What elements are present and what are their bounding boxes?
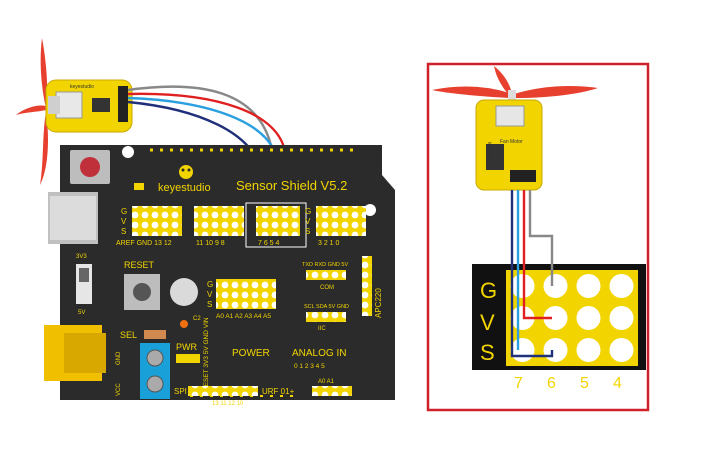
com-label: COM: [320, 285, 334, 291]
urf-header: [312, 386, 352, 396]
reset-label: RESET: [124, 260, 155, 270]
digital-header-left: [132, 206, 182, 236]
board-title: Sensor Shield V5.2: [236, 178, 347, 193]
propeller-right: [432, 66, 598, 104]
analog-nums-label: 0 1 2 3 4 5: [294, 363, 325, 370]
digital-header-right: [256, 206, 300, 236]
zoom-label-g: G: [480, 278, 497, 303]
fan-module-label: Fan Motor: [500, 139, 523, 145]
iic-header: [306, 312, 346, 322]
svg-text:keyestudio: keyestudio: [70, 84, 94, 90]
digital-right-label: 7 6 5 4: [258, 240, 280, 247]
zoom-label-v: V: [480, 310, 495, 335]
sel-label: SEL: [120, 330, 137, 340]
svg-text:G: G: [121, 207, 127, 216]
label-c2: C2: [193, 316, 201, 322]
zoom-frame: [426, 62, 650, 412]
digital-header-mid: [194, 206, 244, 236]
vcc-label: VCC: [116, 383, 122, 396]
urf-label: URF 01+: [262, 387, 295, 396]
zoom-pin-6: 6: [547, 375, 556, 392]
spi-label: SPI: [174, 387, 187, 396]
digital-left-label: AREF GND 13 12: [116, 240, 172, 247]
analog-row-label: A0 A1 A2 A3 A4 A5: [216, 313, 271, 320]
iic-label: IIC: [318, 326, 326, 332]
analog-in-label: ANALOG IN: [292, 348, 346, 359]
apc220-header: [362, 256, 372, 316]
analog-small-label: A0 A1: [318, 379, 335, 385]
gnd-label: GND: [116, 351, 122, 365]
analog-header: [216, 279, 276, 309]
wires-right: [510, 190, 554, 358]
sensor-shield-board: keyestudio Sensor Shield V5.2 G V S G V …: [44, 145, 395, 407]
svg-text:S: S: [305, 227, 310, 236]
fan-module-brand: keyestudio: [486, 142, 492, 166]
svg-text:G: G: [305, 207, 311, 216]
fan-module-right: Fan Motor keyestudio: [475, 99, 543, 191]
svg-text:S: S: [121, 227, 126, 236]
svg-text:S: S: [207, 300, 212, 309]
label-5v: 5V: [78, 310, 85, 316]
digital-header-far: [316, 206, 366, 236]
svg-text:V: V: [121, 217, 127, 226]
digital-mid-label: 11 10 9 8: [196, 240, 225, 247]
fan-module-left: keyestudio: [45, 79, 133, 133]
zoom-pin-4: 4: [613, 375, 622, 392]
power-pins-label: RESET 3V3 5V GND VIN: [203, 317, 210, 391]
com-pins-label: TXD RXD GND 5V: [302, 262, 348, 268]
propeller-left: [16, 38, 48, 185]
label-3v3: 3V3: [76, 254, 87, 260]
spi-nums-label: 13 11 12 10: [212, 401, 244, 407]
apc220-label: APC220: [374, 288, 383, 318]
pwr-label: PWR: [176, 342, 197, 352]
zoom-pin-7: 7: [514, 375, 523, 392]
digital-far-label: 3 2 1 0: [318, 240, 340, 247]
svg-text:V: V: [305, 217, 311, 226]
svg-text:G: G: [207, 280, 213, 289]
iic-pins-label: SCL SDA 5V GND: [304, 304, 349, 310]
spi-header: [188, 386, 258, 396]
com-header: [306, 270, 346, 280]
zoom-pin-5: 5: [580, 375, 589, 392]
svg-text:V: V: [207, 290, 213, 299]
zoom-label-s: S: [480, 340, 495, 365]
keyestudio-logo: [179, 165, 193, 179]
brand-label: keyestudio: [158, 182, 211, 194]
power-label: POWER: [232, 348, 270, 359]
capacitor: [170, 278, 198, 306]
